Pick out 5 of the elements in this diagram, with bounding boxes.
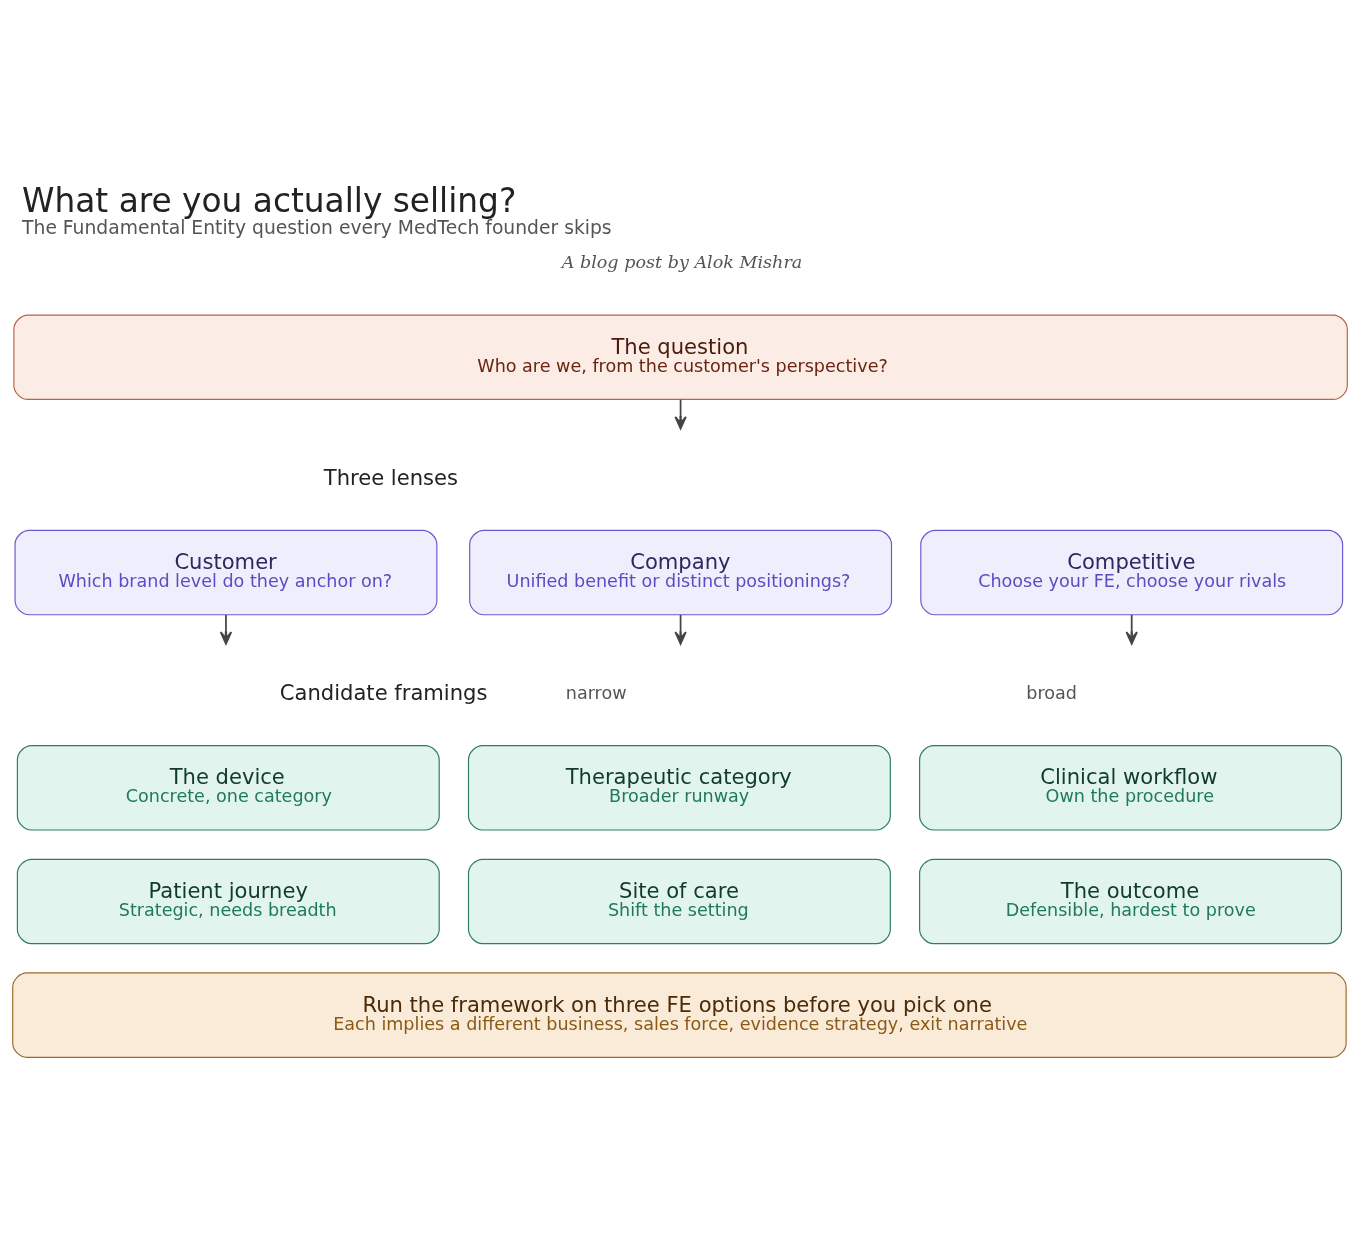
label: Three lenses — [323, 465, 458, 491]
label: A blog post by Alok Mishra — [561, 251, 803, 272]
label: Candidate framings — [279, 680, 488, 706]
label: broad — [1026, 683, 1077, 704]
label: narrow — [565, 683, 627, 704]
